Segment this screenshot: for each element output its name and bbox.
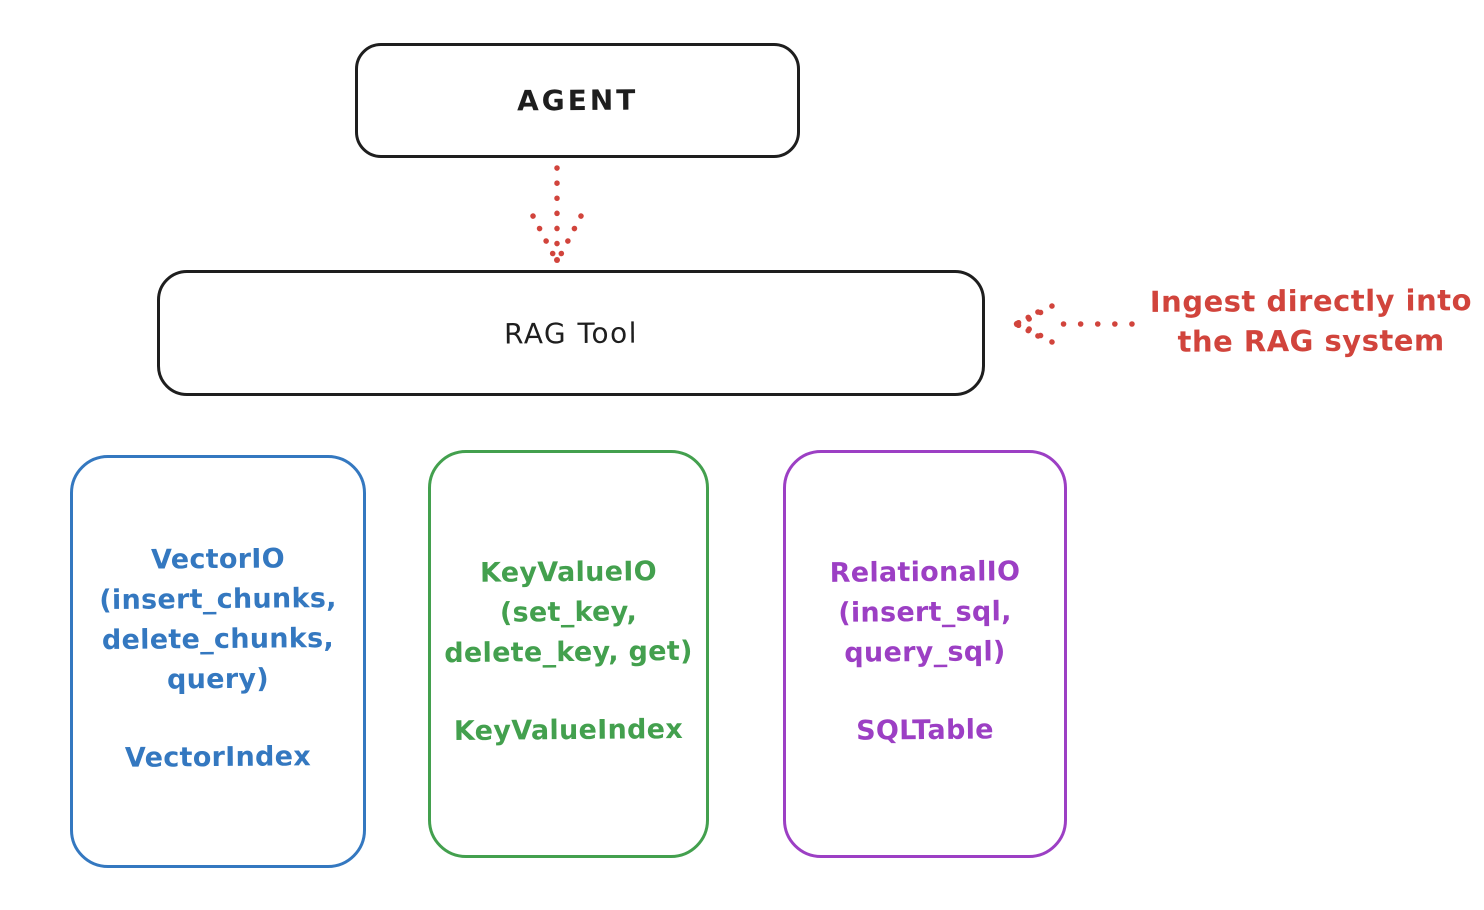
io-line: (insert_chunks, (99, 582, 337, 617)
io-line: RelationalIO (829, 556, 1021, 589)
io-line: delete_key, get) (444, 635, 693, 670)
keyvalue-io-box: KeyValueIO (set_key, delete_key, get) Ke… (428, 450, 709, 858)
io-line: (insert_sql, (838, 596, 1012, 629)
agent-to-rag-arrow-icon (530, 165, 584, 263)
vector-io-signature: VectorIO (insert_chunks, delete_chunks, … (73, 540, 363, 700)
relational-io-signature: RelationalIO (insert_sql, query_sql) (786, 553, 1064, 673)
keyvalue-io-signature: KeyValueIO (set_key, delete_key, get) (431, 553, 706, 673)
sql-table-label: SQLTable (856, 714, 994, 747)
agent-label: AGENT (516, 83, 639, 118)
io-line: VectorIO (150, 543, 286, 576)
io-line: delete_chunks, (101, 622, 335, 657)
keyvalue-index-label: KeyValueIndex (453, 714, 684, 747)
io-line: query_sql) (844, 636, 1006, 669)
agent-node: AGENT (355, 43, 800, 158)
vector-index-label: VectorIndex (124, 741, 312, 774)
io-line: query) (166, 663, 270, 696)
annotation-arrow-icon (1013, 303, 1135, 345)
annotation-text: Ingest directly into the RAG system (1138, 280, 1484, 362)
io-line: (set_key, (499, 596, 638, 629)
annotation-line2: the RAG system (1177, 323, 1445, 359)
vector-io-box: VectorIO (insert_chunks, delete_chunks, … (70, 455, 366, 868)
rag-tool-label: RAG Tool (503, 316, 639, 350)
annotation-line1: Ingest directly into (1149, 283, 1473, 319)
io-line: KeyValueIO (479, 556, 658, 589)
relational-io-box: RelationalIO (insert_sql, query_sql) SQL… (783, 450, 1067, 858)
rag-tool-node: RAG Tool (157, 270, 985, 396)
